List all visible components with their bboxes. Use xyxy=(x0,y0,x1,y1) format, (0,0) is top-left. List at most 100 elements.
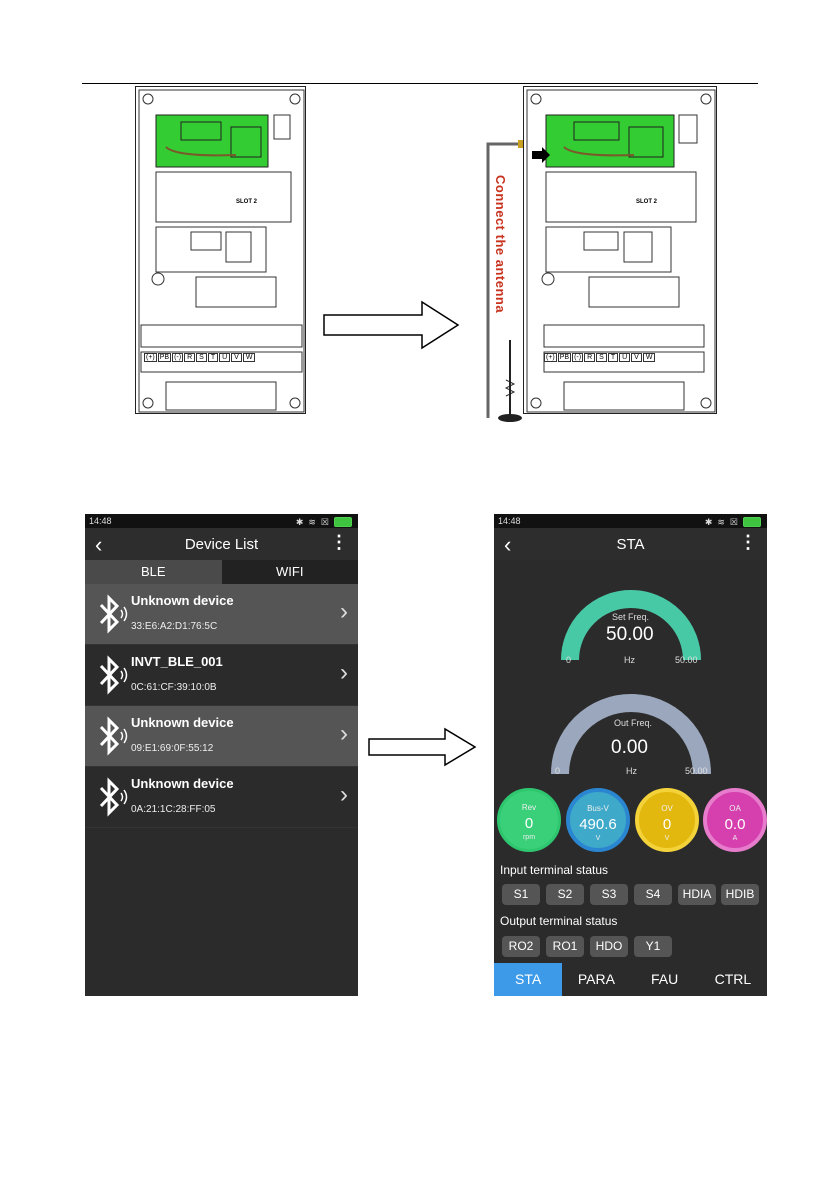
nav-para[interactable]: PARA xyxy=(577,971,615,987)
input-terminal: S4 xyxy=(634,884,672,905)
gauge-arc xyxy=(561,590,701,661)
list-item[interactable]: Unknown device 33:E6:A2:D1:76:5C › xyxy=(85,584,358,645)
gauge-max: 50.00 xyxy=(685,766,708,776)
meter-unit: V xyxy=(664,835,670,842)
sim-icon: ☒ xyxy=(729,517,738,527)
gauge-value: 0.00 xyxy=(611,737,648,758)
meter-value: 0 xyxy=(524,815,534,832)
out-freq-gauge xyxy=(551,694,711,775)
more-menu-icon[interactable]: ⋮ xyxy=(330,532,348,552)
slot-label: SLOT 2 xyxy=(236,199,258,205)
page-title: STA xyxy=(616,536,645,553)
meter-unit: A xyxy=(732,835,738,842)
more-menu-icon[interactable]: ⋮ xyxy=(739,532,757,552)
terminal-label: (+) xyxy=(144,353,157,362)
bluetooth-icon: ✱ xyxy=(704,517,713,527)
list-item[interactable]: Unknown device 09:E1:69:0F:55:12 › xyxy=(85,706,358,767)
input-terminal-title: Input terminal status xyxy=(500,863,609,877)
output-terminal: HDO xyxy=(590,936,628,957)
slot-label: SLOT 2 xyxy=(636,199,658,205)
sim-icon: ☒ xyxy=(320,517,329,527)
tab-wifi[interactable]: WIFI xyxy=(221,560,358,584)
gauge-max: 50.00 xyxy=(675,655,698,665)
output-terminal: Y1 xyxy=(634,936,672,957)
device-mac: 0C:61:CF:39:10:0B xyxy=(131,682,217,693)
list-item[interactable]: Unknown device 0A:21:1C:28:FF:05 › xyxy=(85,767,358,828)
input-terminal: S2 xyxy=(546,884,584,905)
terminal-label: R xyxy=(184,353,196,362)
input-terminal: S3 xyxy=(590,884,628,905)
header-rule xyxy=(82,83,758,84)
input-terminal: HDIB xyxy=(721,884,759,905)
terminal-label: V xyxy=(631,353,642,362)
input-terminal: S1 xyxy=(502,884,540,905)
device-name: INVT_BLE_001 xyxy=(131,654,223,669)
terminal-label: PB xyxy=(557,353,572,362)
terminal-label: (-) xyxy=(572,353,584,362)
gauge-unit: Hz xyxy=(626,766,637,776)
bluetooth-icon xyxy=(99,716,128,756)
bluetooth-icon xyxy=(99,594,128,634)
terminal-strip: (+) PB (-) R S T U V W xyxy=(544,353,656,362)
terminal-label: W xyxy=(642,353,656,362)
terminal-label: (+) xyxy=(544,353,557,362)
output-terminal: RO1 xyxy=(546,936,584,957)
drive-illustration xyxy=(526,89,716,413)
device-mac: 09:E1:69:0F:55:12 xyxy=(131,743,214,754)
back-icon[interactable]: ‹ xyxy=(504,532,512,557)
nav-ctrl[interactable]: CTRL xyxy=(714,971,752,987)
status-time: 14:48 xyxy=(498,516,521,526)
terminal-label: U xyxy=(219,353,231,362)
back-icon[interactable]: ‹ xyxy=(95,532,103,557)
list-item[interactable]: INVT_BLE_001 0C:61:CF:39:10:0B › xyxy=(85,645,358,706)
nav-sta[interactable]: STA xyxy=(494,963,563,996)
input-terminal: HDIA xyxy=(678,884,716,905)
terminal-label: S xyxy=(196,353,207,362)
device-name: Unknown device xyxy=(131,593,234,608)
bluetooth-icon xyxy=(99,777,128,817)
output-terminal: RO2 xyxy=(502,936,540,957)
device-name: Unknown device xyxy=(131,715,234,730)
chevron-right-icon: › xyxy=(340,720,348,747)
arrow-right-icon xyxy=(368,727,477,767)
meter-label: OA xyxy=(729,804,741,813)
page-title: Device List xyxy=(184,536,259,553)
bluetooth-icon: ✱ xyxy=(295,517,304,527)
tab-ble[interactable]: BLE xyxy=(85,560,222,584)
terminal-strip: (+) PB (-) R S T U V W xyxy=(144,353,256,362)
meter-value: 0 xyxy=(662,816,672,833)
set-freq-gauge xyxy=(561,590,701,661)
bluetooth-icon xyxy=(99,655,128,695)
drive-diagram-after: SLOT 2 (+) PB (-) R S T U V W xyxy=(523,86,717,414)
gauge-label: Set Freq. xyxy=(612,612,650,622)
chevron-right-icon: › xyxy=(340,659,348,686)
rev-meter: Rev 0 rpm xyxy=(497,788,561,852)
output-terminal-title: Output terminal status xyxy=(500,914,618,928)
status-time: 14:48 xyxy=(89,516,112,526)
status-bar: 14:48 ✱ ≋ ☒ xyxy=(85,514,358,528)
battery-icon xyxy=(334,517,352,527)
wifi-icon: ≋ xyxy=(308,517,316,527)
meter-unit: rpm xyxy=(522,834,536,841)
drive-diagram-before: SLOT 2 (+) PB (-) R S T U V W xyxy=(135,86,306,414)
terminal-label: W xyxy=(242,353,256,362)
terminal-label: V xyxy=(231,353,242,362)
bus-voltage-meter: Bus-V 490.6 V xyxy=(566,788,630,852)
tab-bar: BLE WIFI xyxy=(85,560,358,584)
chevron-right-icon: › xyxy=(340,598,348,625)
terminal-label: PB xyxy=(157,353,172,362)
gauge-min: 0 xyxy=(566,655,572,665)
meter-label: Rev xyxy=(521,803,537,812)
nav-fau[interactable]: FAU xyxy=(651,971,679,987)
gauge-value: 50.00 xyxy=(606,624,654,645)
output-voltage-meter: OV 0 V xyxy=(635,788,699,852)
gauge-label: Out Freq. xyxy=(614,718,653,728)
terminal-label: (-) xyxy=(172,353,184,362)
battery-icon xyxy=(743,517,761,527)
terminal-label: R xyxy=(584,353,596,362)
terminal-label: U xyxy=(619,353,631,362)
device-name: Unknown device xyxy=(131,776,234,791)
meter-value: 0.0 xyxy=(724,816,746,833)
terminal-label: T xyxy=(607,353,619,362)
gauge-arc xyxy=(551,694,711,775)
